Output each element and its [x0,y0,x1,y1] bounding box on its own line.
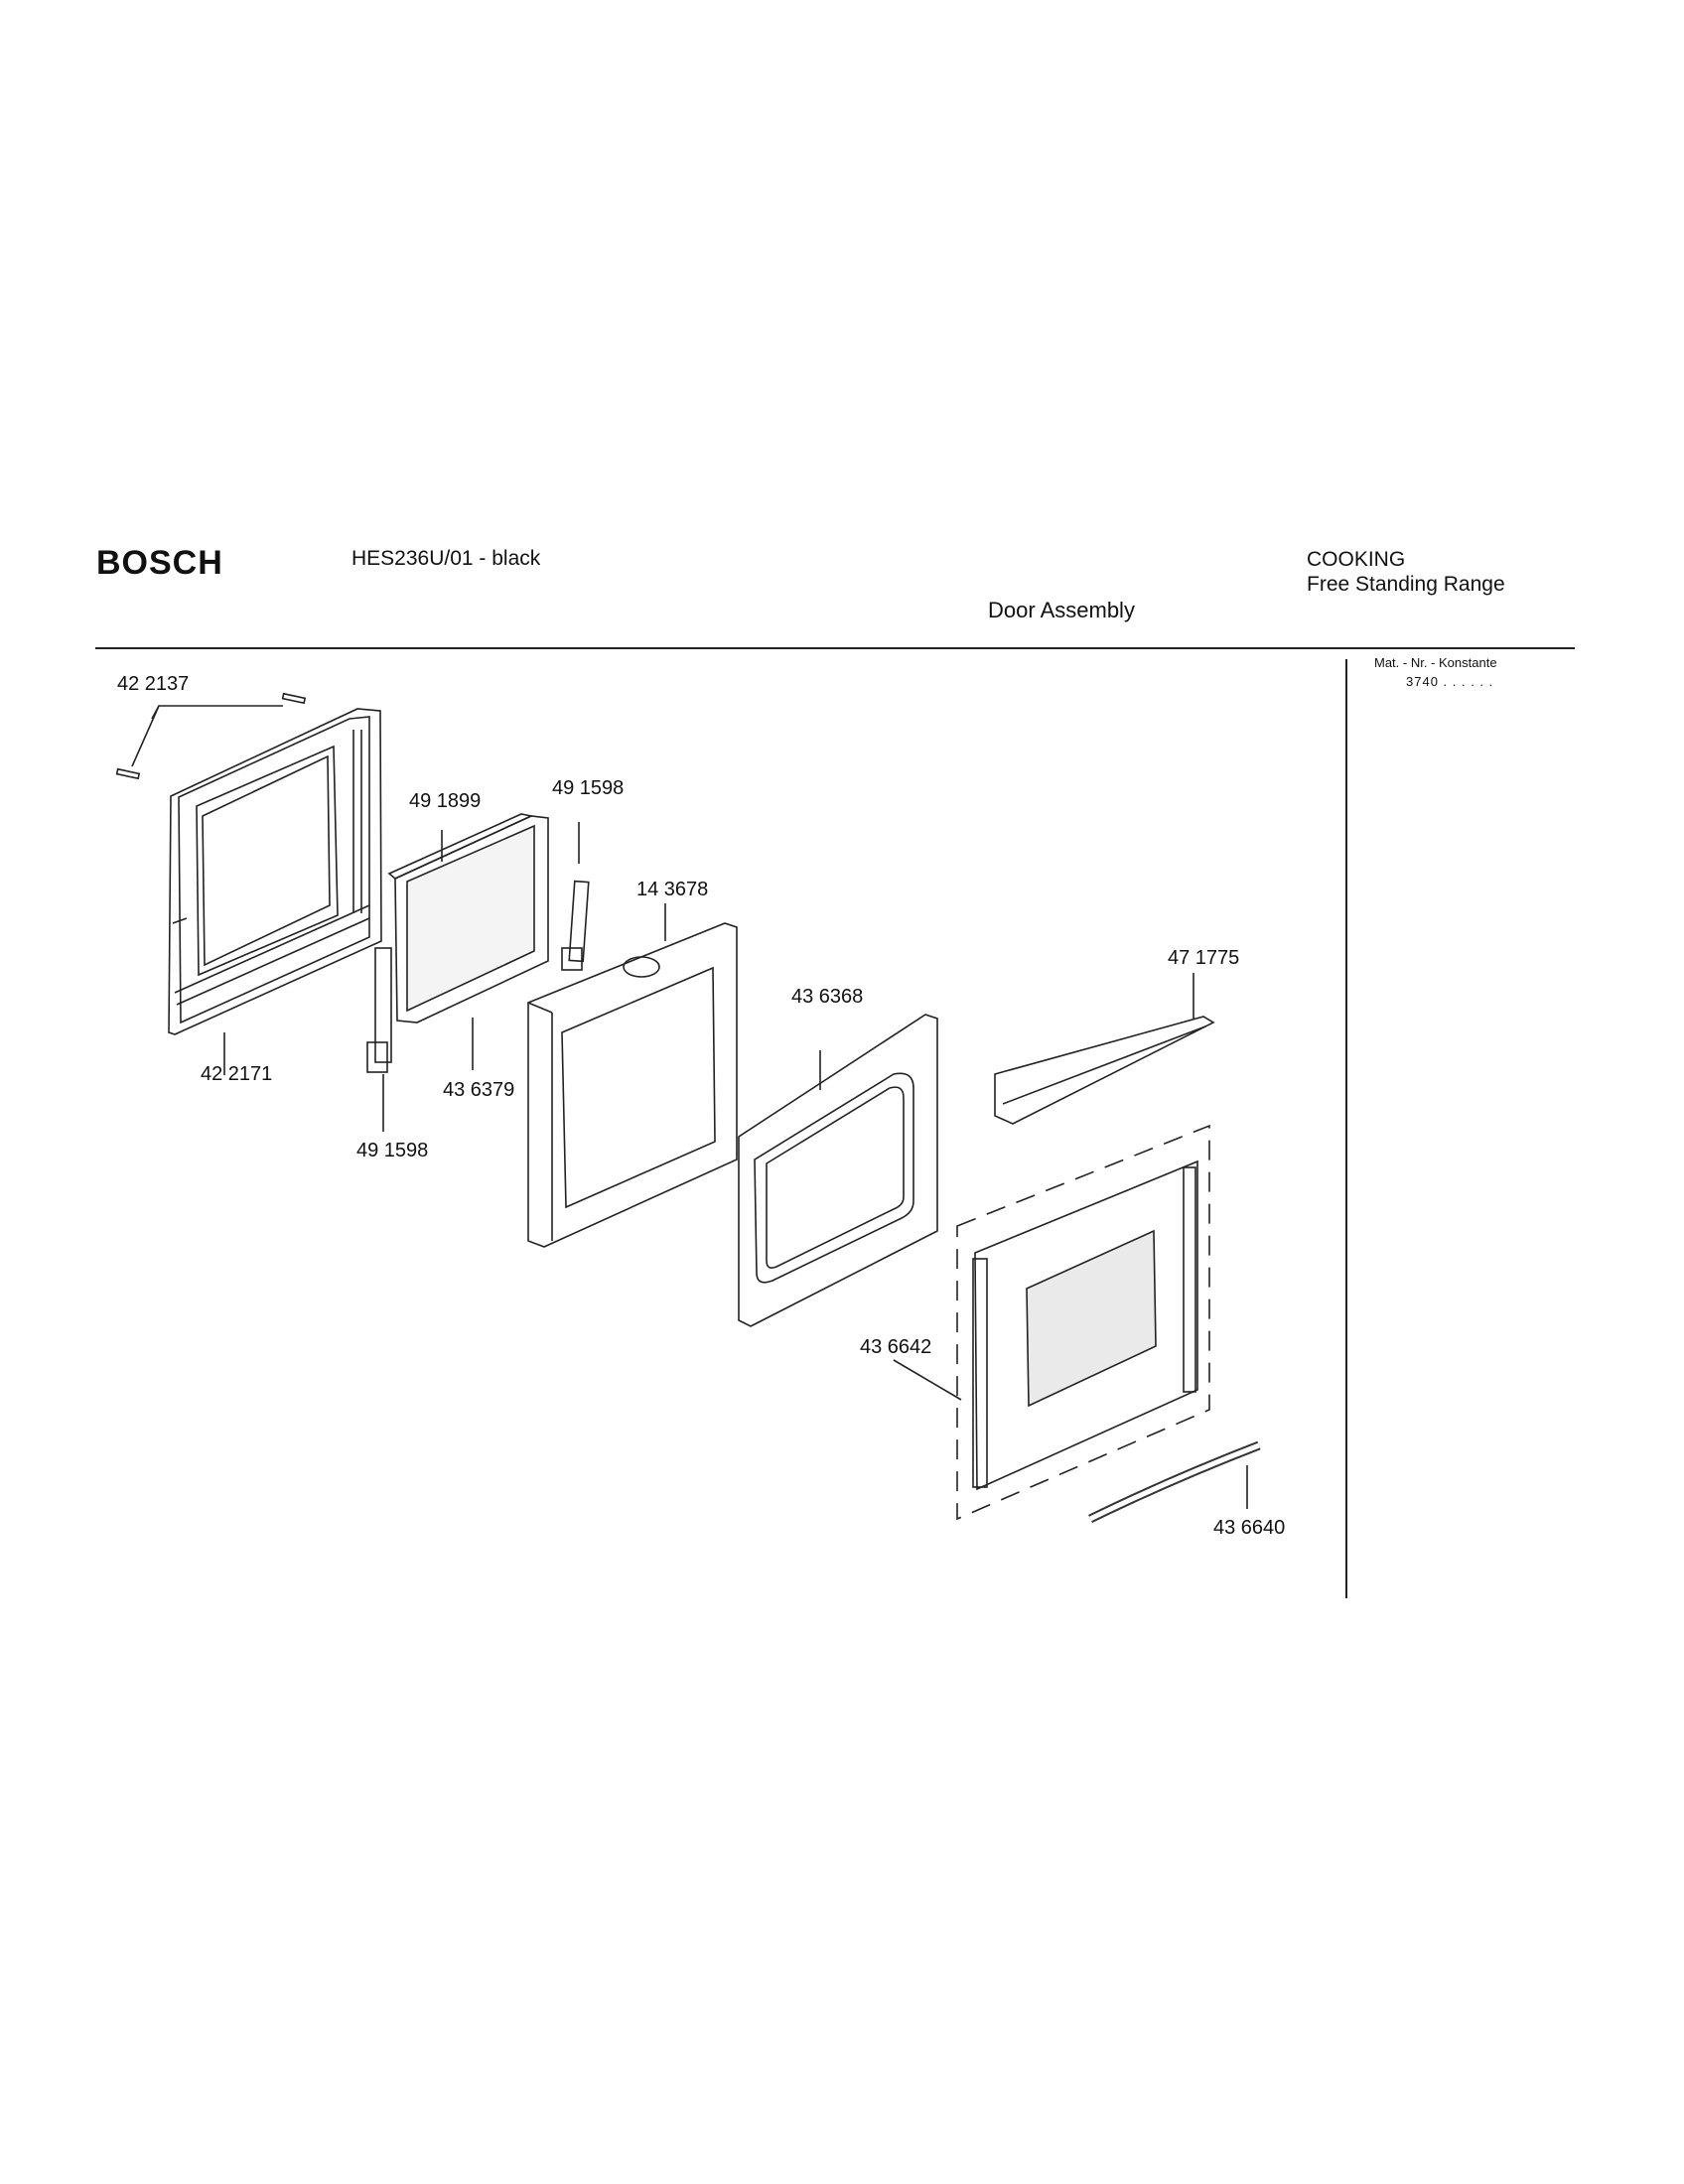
part-label: 42 2171 [201,1063,272,1085]
part-label: 14 3678 [636,879,708,900]
outer-door-frame-part-422171 [168,708,382,1075]
part-label: 49 1899 [409,790,481,812]
part-label: 43 6379 [443,1079,514,1101]
hinge-upper-part-491598 [561,822,590,971]
part-label: 49 1598 [356,1140,428,1161]
brand-logo: BOSCH [96,544,223,582]
glass-panel-part-491899 [387,813,549,1024]
mat-label: Mat. - Nr. - Konstante [1374,655,1497,670]
section-title: Door Assembly [988,598,1135,622]
mat-value: 3740 . . . . . . [1406,674,1494,689]
header-divider [95,647,1575,649]
part-label: 43 6642 [860,1336,931,1358]
inner-door-part-436368 [738,1014,938,1327]
subcategory-label: Free Standing Range [1307,573,1505,596]
part-label: 42 2137 [117,673,189,695]
model-number: HES236U/01 - black [351,547,541,570]
clip-part-422137 [115,692,307,780]
insulation-part-143678 [527,903,738,1248]
category-block: COOKING Free Standing Range [1307,547,1505,597]
trim-strip-part-471775 [994,973,1215,1125]
category-label: COOKING [1307,548,1406,571]
part-label: 43 6368 [791,986,863,1008]
sidebar-divider [1345,659,1347,1598]
part-label: 47 1775 [1168,947,1239,969]
seal-tube-part-436640 [1088,1440,1261,1524]
outer-glass-door-part-436642 [893,1124,1210,1521]
part-label: 49 1598 [552,777,624,799]
hinge-lower-part-491598 [366,947,392,1132]
part-label: 43 6640 [1213,1517,1285,1539]
